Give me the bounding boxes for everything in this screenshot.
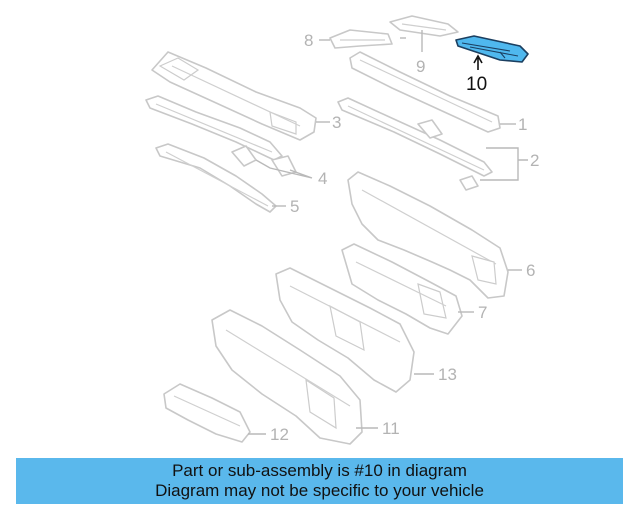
callout-6[interactable]: 6 [526,261,535,280]
callout-13[interactable]: 13 [438,365,457,384]
parts-diagram: 8 9 10 1 2 3 4 5 6 7 13 11 12 [145,15,539,445]
part-7[interactable] [341,243,463,335]
callout-12[interactable]: 12 [270,425,289,444]
leader-lines [248,30,528,435]
part-3-rail[interactable] [145,95,283,161]
part-13[interactable] [275,267,415,393]
callout-1[interactable]: 1 [518,115,527,134]
info-banner: Part or sub-assembly is #10 in diagram D… [16,458,623,504]
callout-2[interactable]: 2 [530,151,539,170]
banner-line-part: Part or sub-assembly is #10 in diagram [172,461,467,480]
callout-10[interactable]: 10 [466,74,487,95]
part-9[interactable] [389,15,459,37]
callout-4[interactable]: 4 [318,169,327,188]
leader-line-10 [473,54,483,70]
part-10-highlighted[interactable] [455,35,529,63]
part-1[interactable] [349,51,501,133]
part-12[interactable] [163,383,251,443]
callout-9[interactable]: 9 [416,57,425,76]
part-3[interactable] [151,51,317,141]
part-6[interactable] [347,171,509,299]
callout-3[interactable]: 3 [332,113,341,132]
callout-5[interactable]: 5 [290,197,299,216]
callout-11[interactable]: 11 [382,419,400,438]
banner-line-disclaimer: Diagram may not be specific to your vehi… [155,481,484,500]
callout-7[interactable]: 7 [478,303,487,322]
part-8[interactable] [329,29,393,49]
part-2[interactable] [337,97,493,191]
part-11[interactable] [211,309,363,445]
part-5[interactable] [155,143,277,213]
callout-8[interactable]: 8 [304,31,313,50]
